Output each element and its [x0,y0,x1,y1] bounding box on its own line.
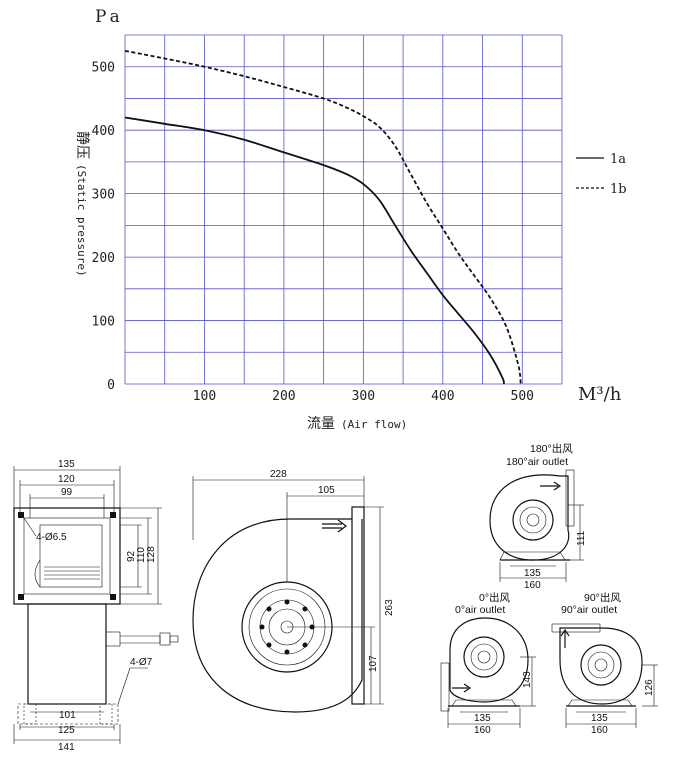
outlet-180-drawing: 180°出风 180°air outlet 111 135 160 [489,442,587,591]
series-line-1a [124,116,505,385]
dim-base-141: 141 [58,742,75,753]
x-tick-label: 200 [272,389,295,404]
outlet-0-base-inner: 135 [474,713,491,724]
chart-grid [124,34,563,385]
x-axis-label-cn: 流量 [307,416,335,432]
dim-base-125: 125 [58,725,75,736]
outlet-180-base-outer: 160 [524,580,541,591]
y-tick-label: 500 [92,61,115,76]
y-tick-label: 200 [92,251,115,266]
outlet-90-height: 126 [644,679,655,696]
x-tick-label: 400 [431,389,454,404]
outlet-180-title-en: 180°air outlet [506,456,568,468]
outlet-90-title-en: 90°air outlet [561,604,617,616]
outlet-90-title-cn: 90°出风 [584,591,621,604]
y-tick-labels: 0 100 200 300 400 500 [92,61,115,393]
outlet-0-base-outer: 160 [474,725,491,736]
dim-top-135: 135 [58,459,75,470]
x-unit-label: M³/h [578,384,622,405]
y-tick-label: 100 [92,315,115,330]
y-axis-label-en: (Static pressure) [75,164,88,277]
x-tick-label: 100 [193,389,216,404]
dim-top-120: 120 [58,474,75,485]
y-tick-label: 0 [107,378,115,393]
hole-spec-label: 4-Ø6.5 [36,532,67,543]
y-axis-label-cn: 静压 [74,131,90,159]
outlet-180-base-inner: 135 [524,568,541,579]
dim-side-105: 105 [318,485,335,496]
outlet-0-drawing: 0°出风 0°air outlet 143 135 160 [440,591,536,736]
side-view-drawing: 228 105 263 107 [192,469,395,713]
dim-top-99: 99 [61,487,73,498]
y-tick-label: 300 [92,188,115,203]
outlet-0-height: 143 [522,671,533,688]
x-tick-label: 300 [352,389,375,404]
performance-chart: 0 100 200 300 400 500 100 200 300 400 500 Pa M³/h… [74,7,627,432]
outlet-180-height: 111 [576,530,587,546]
dim-height-92: 92 [126,550,137,562]
dim-height-110: 110 [136,547,147,563]
outlet-0-title-en: 0°air outlet [455,604,505,616]
outlet-90-base-inner: 135 [591,713,608,724]
y-tick-label: 400 [92,124,115,139]
outlet-90-drawing: 90°出风 90°air outlet 126 135 160 [551,591,658,736]
x-axis-label-en: (Air flow) [341,418,407,431]
legend-label-1a: 1a [610,152,626,167]
outlet-90-base-outer: 160 [591,725,608,736]
dim-base-101: 101 [59,710,76,721]
dim-side-107: 107 [368,655,379,672]
foot-hole-spec-label: 4-Ø7 [130,657,153,668]
x-tick-labels: 100 200 300 400 500 [193,389,534,404]
outlet-180-title-cn: 180°出风 [530,442,573,455]
y-unit-label: Pa [95,7,124,27]
legend-label-1b: 1b [610,182,627,197]
outlet-0-title-cn: 0°出风 [479,591,511,604]
series-line-1b [124,50,522,385]
legend: 1a 1b [576,152,627,197]
chart-curves [124,50,522,385]
dim-height-128: 128 [146,546,157,563]
x-tick-label: 500 [511,389,534,404]
dim-side-263: 263 [384,599,395,616]
dim-side-228: 228 [270,469,287,480]
front-view-drawing: 135 120 99 4-Ø6.5 92 110 128 4-Ø7 101 12… [13,459,179,753]
